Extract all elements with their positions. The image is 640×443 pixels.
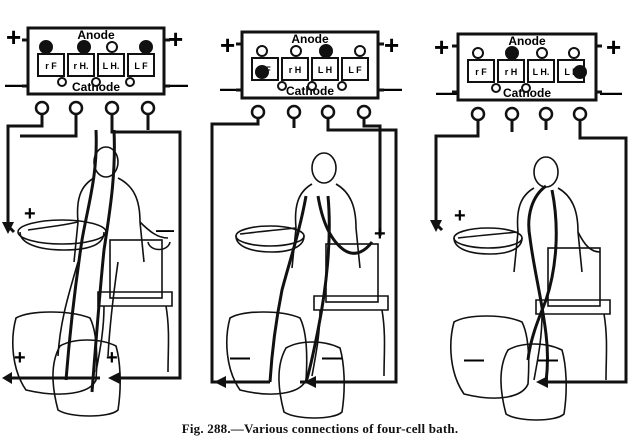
panel-middle-cathode-dot-2 <box>277 81 287 91</box>
panel-left-plus: + <box>6 22 21 52</box>
panel-middle-cathode-label: Cathode <box>286 84 334 98</box>
panel-right-switchboard: Anode Cathode r F r H L H. L F <box>452 32 602 102</box>
panel-middle-plus: + <box>220 30 235 60</box>
panel-right-cathode-dot-3 <box>573 65 587 79</box>
panel-left-minus-right: — <box>166 72 188 97</box>
panel-right-anode-dot-1 <box>472 47 484 59</box>
panel-right-cathode-dot-1 <box>491 83 501 93</box>
panel-left-mark-plus-foot-left: + <box>14 347 26 369</box>
panel-right-plus-right: + <box>606 32 621 62</box>
panel-right-mark-minus-foot-right: — <box>538 349 558 371</box>
panel-right-minus-right: — <box>600 80 622 105</box>
panel-middle-cell-label-3: L H <box>318 65 332 75</box>
panel-middle-cell-label-4: L F <box>348 65 362 75</box>
panel-middle-terminals <box>250 104 372 120</box>
panel-middle-mark-minus-foot-right: — <box>322 347 342 369</box>
panel-middle-cell-label-2: r H <box>289 65 302 75</box>
panel-right-minus: — <box>436 80 458 105</box>
panel-right-cell-label-2: r H <box>505 67 518 77</box>
panel-right-cathode-dot-2 <box>521 83 531 93</box>
panel-left-cell-label-2: r H. <box>73 61 88 71</box>
panel-left-wires <box>6 114 182 393</box>
panel-middle-switchboard: Anode Cathode r F r H L H L F <box>236 30 384 100</box>
panel-right-mark-plus-arm: + <box>454 205 466 227</box>
panel-right-wires <box>434 120 628 384</box>
panel-left-terminals <box>34 100 156 116</box>
panel-left-cell-label-3: L H. <box>103 61 120 71</box>
panel-middle-plus-right: + <box>384 30 399 60</box>
panel-right-cathode-label: Cathode <box>503 86 551 100</box>
panel-left-plus-right: + <box>168 24 183 54</box>
panel-left-minus: — <box>5 72 27 97</box>
panel-right-anode-dot-4 <box>568 47 580 59</box>
panel-middle-anode-dot-2 <box>290 45 302 57</box>
panel-middle-cathode-dot-1 <box>255 65 269 79</box>
panel-left-switchboard: Anode Cathode r F r H. L H. L F <box>22 26 170 96</box>
panel-left-anode-dot-1 <box>39 40 53 54</box>
panel-middle-mark-minus-foot-left: — <box>230 347 250 369</box>
panel-middle: + + — — Anode Cathode r F r H L H L F <box>210 30 402 419</box>
panel-middle-seated-figure <box>226 152 389 419</box>
panel-right-arrows <box>430 220 548 388</box>
panel-left-mark-plus-arm: + <box>24 203 36 225</box>
panel-middle-anode-dot-1 <box>256 45 268 57</box>
panel-left-anode-dot-4 <box>139 40 153 54</box>
panel-right-cell-label-1: r F <box>475 67 487 77</box>
panel-right-cell-label-3: L H. <box>533 67 550 77</box>
panel-left-cathode-dot-1 <box>57 77 67 87</box>
panel-right-cell-label-4: L F <box>564 67 578 77</box>
panel-right-anode-label: Anode <box>508 34 546 48</box>
panel-right-anode-dot-2 <box>505 46 519 60</box>
panel-left-anode-dot-3 <box>106 41 118 53</box>
panel-middle-anode-label: Anode <box>291 32 329 46</box>
panel-middle-mark-plus-arm: + <box>374 223 386 245</box>
panel-left-cathode-label: Cathode <box>72 80 120 94</box>
panel-left-cell-label-4: L F <box>134 61 148 71</box>
panel-right-plus: + <box>434 32 449 62</box>
panel-left-anode-label: Anode <box>77 28 115 42</box>
panel-left-seated-figure <box>12 146 173 417</box>
panel-right-mark-minus-foot-left: — <box>464 349 484 371</box>
panel-middle-anode-dot-3 <box>319 44 333 58</box>
panel-right: + + — — Anode Cathode r F r H L H. L F <box>430 32 628 421</box>
panel-middle-cathode-dot-4 <box>337 81 347 91</box>
panel-middle-cathode-dot-3 <box>307 81 317 91</box>
figure-caption: Fig. 288.—Various connections of four-ce… <box>181 421 459 436</box>
panel-left-anode-dot-2 <box>77 40 91 54</box>
panel-middle-minus-right: — <box>380 76 402 101</box>
panel-right-anode-dot-3 <box>536 47 548 59</box>
panel-middle-minus: — <box>220 76 242 101</box>
panel-middle-anode-dot-4 <box>354 45 366 57</box>
panel-left: + + — — Anode Cathode r F r H. L H. L F <box>2 22 188 417</box>
panel-middle-arrows <box>214 376 316 388</box>
panel-left-cathode-dot-2 <box>91 77 101 87</box>
panel-left-mark-minus-arm: — <box>156 220 174 240</box>
panel-left-mark-plus-foot-right: + <box>106 347 118 369</box>
panel-right-terminals <box>470 106 588 122</box>
panel-left-arrows <box>2 222 120 384</box>
panel-left-cathode-dot-3 <box>125 77 135 87</box>
panel-right-seated-figure <box>450 156 611 421</box>
panel-left-cell-label-1: r F <box>45 61 57 71</box>
